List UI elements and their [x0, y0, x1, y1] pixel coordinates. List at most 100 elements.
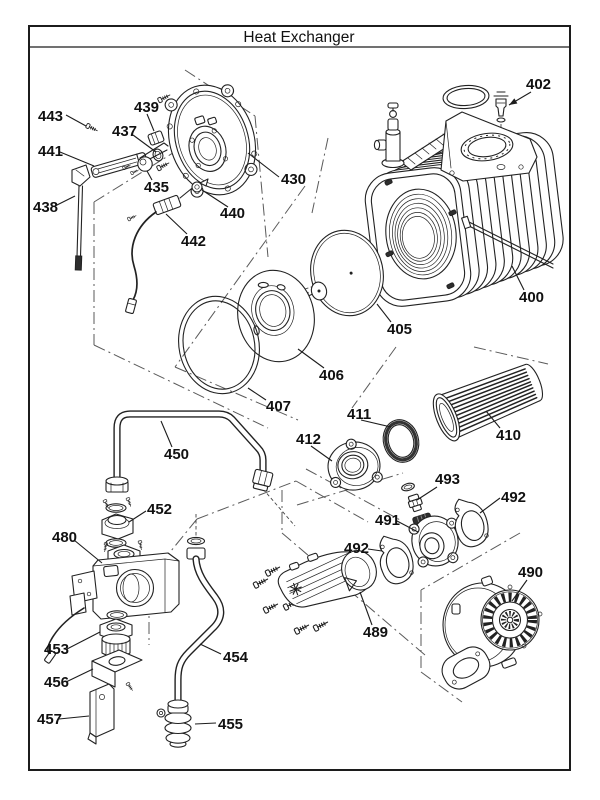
leader-line-412-16: [310, 445, 333, 462]
part-label-400-10: 400: [519, 289, 544, 306]
part-457-mounting-plate: [87, 683, 115, 745]
part-label-412-16: 412: [296, 431, 321, 448]
part-455-hose-coupling: [156, 699, 192, 748]
part-label-438-5: 438: [33, 199, 58, 216]
leader-line-430-6: [247, 152, 280, 178]
part-label-493-19: 493: [435, 471, 460, 488]
part-438-electrode: [71, 164, 91, 271]
part-label-455-30: 455: [218, 716, 243, 733]
part-454-gas-pipe-lower: [174, 536, 225, 706]
part-443-screw: [85, 122, 99, 134]
part-407-door-gasket: [178, 295, 260, 395]
part-label-410-15: 410: [496, 427, 521, 444]
leader-line-441-3: [59, 151, 95, 167]
part-label-442-8: 442: [181, 233, 206, 250]
leader-line-439-1: [146, 113, 155, 132]
part-top-gasket: [442, 84, 490, 110]
leader-line-452-18: [128, 510, 147, 523]
blower-flange: [441, 646, 491, 690]
part-label-405-11: 405: [387, 321, 412, 338]
leader-line-490-24: [511, 579, 528, 602]
part-label-439-1: 439: [134, 99, 159, 116]
leader-line-454-27: [199, 643, 222, 655]
top-header: [440, 111, 538, 182]
part-440-nut: [191, 178, 209, 193]
leader-arrowhead-402: [509, 98, 518, 105]
leader-line-492-23: [367, 548, 383, 552]
part-labels: 4434394374414354384304404424024004054064…: [33, 76, 551, 733]
part-label-492-20: 492: [501, 489, 526, 506]
part-490-blower: [441, 575, 543, 690]
part-492-gasket-left: [379, 535, 414, 585]
part-label-430-6: 430: [281, 171, 306, 188]
leader-line-492-20: [479, 497, 501, 514]
part-label-491-21: 491: [375, 512, 400, 529]
leader-line-480-22: [73, 539, 103, 564]
part-label-480-22: 480: [52, 529, 77, 546]
leader-line-455-30: [194, 722, 217, 725]
leader-line-440-7: [201, 189, 229, 208]
leader-line-405-11: [376, 303, 392, 323]
part-label-457-29: 457: [37, 711, 62, 728]
leader-line-435-4: [146, 170, 153, 181]
part-label-440-7: 440: [220, 205, 245, 222]
part-label-441-3: 441: [38, 143, 63, 160]
blower-vent-slots: [483, 592, 537, 648]
part-label-492-23: 492: [344, 540, 369, 557]
part-label-406-12: 406: [319, 367, 344, 384]
part-label-454-27: 454: [223, 649, 249, 666]
leader-line-493-19: [416, 486, 438, 501]
part-437-ring: [152, 148, 164, 162]
ignition-wire: [47, 607, 85, 655]
part-406-insulation-ring: [237, 269, 315, 363]
part-412-collar-flange: [327, 438, 383, 491]
leader-line-437-2: [132, 134, 157, 153]
part-480-gas-valve: [44, 540, 180, 664]
leader-line-489-25: [359, 591, 373, 626]
leader-line-438-5: [54, 195, 76, 207]
leader-line-442-8: [165, 213, 188, 235]
flange-studs: [384, 178, 457, 290]
pipe-nut: [105, 476, 129, 493]
leader-line-453-26: [66, 631, 101, 650]
impeller-star-mark: [289, 582, 302, 596]
part-label-489-25: 489: [363, 624, 388, 641]
part-label-435-4: 435: [144, 179, 169, 196]
part-400-heat-exchanger-body: [361, 102, 567, 310]
part-label-437-2: 437: [112, 123, 137, 140]
part-label-456-28: 456: [44, 674, 69, 691]
page-border: [28, 25, 571, 771]
leader-line-456-28: [65, 668, 94, 683]
blower-fan-hub: [501, 611, 519, 629]
part-label-490-24: 490: [518, 564, 543, 581]
leader-line-450-17: [160, 420, 173, 448]
part-430-burner-door: [155, 84, 258, 198]
part-402-sensor: [493, 91, 509, 123]
part-492-gasket-right: [454, 498, 489, 548]
leader-line-407-13: [247, 387, 267, 401]
part-label-407-13: 407: [266, 398, 291, 415]
part-456-bracket: [91, 649, 143, 692]
part-452-pipe-flange: [101, 496, 134, 548]
part-label-452-18: 452: [147, 501, 172, 518]
part-439-grommet: [147, 130, 165, 146]
leader-line-457-29: [58, 715, 90, 720]
part-label-450-17: 450: [164, 446, 189, 463]
leader-line-400-10: [511, 265, 525, 291]
part-435-washer: [137, 156, 153, 172]
part-label-453-26: 453: [44, 641, 69, 658]
part-450-gas-pipe: [105, 410, 274, 493]
part-label-443-0: 443: [38, 108, 63, 125]
leader-line-406-12: [297, 348, 325, 369]
leader-line-410-15: [485, 410, 501, 429]
part-410-burner-tube: [432, 363, 544, 442]
header-fitting: [373, 102, 405, 169]
part-489-manifold: [252, 550, 377, 636]
leader-line-411-14: [360, 419, 392, 428]
leader-line-443-0: [65, 114, 87, 127]
flow-triangle-mark: [344, 577, 357, 592]
part-405-insulation-disc: [310, 229, 384, 317]
part-442-sensor-cable: [125, 188, 192, 315]
pipe-union: [252, 468, 274, 492]
diagram-title: Heat Exchanger: [243, 29, 354, 46]
